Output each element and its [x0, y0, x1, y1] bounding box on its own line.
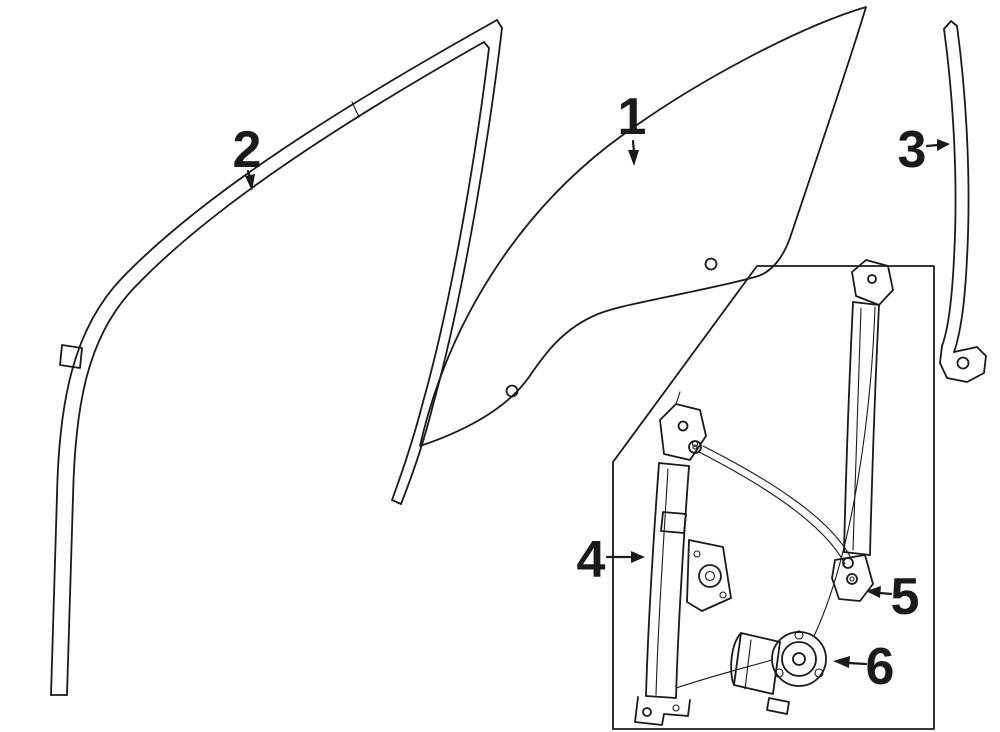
- rear-channel-top-cap: [943, 20, 958, 30]
- channel-outer-edge: [50, 19, 498, 696]
- drum-mount-plate: [686, 539, 732, 612]
- rear-rail-right-edge: [869, 304, 880, 556]
- callout-4[interactable]: 4: [577, 531, 645, 589]
- box-border: [612, 265, 935, 730]
- motor-body: [733, 632, 781, 695]
- channel-tip-inner: [483, 41, 490, 49]
- callout-1-arrowhead: [628, 150, 639, 166]
- regulator-box: [612, 259, 935, 730]
- callout-2-number[interactable]: 2: [233, 121, 262, 179]
- front-rail-right-edge: [675, 465, 690, 699]
- front-rail-bracket-stem: [675, 391, 681, 405]
- lift-cable-d: [675, 659, 773, 689]
- callout-4-number[interactable]: 4: [577, 531, 606, 589]
- callout-4-arrowhead: [631, 551, 645, 563]
- motor-connector-tab: [766, 697, 790, 715]
- rear-bracket-hole: [867, 274, 877, 284]
- lift-cable-a: [698, 451, 846, 565]
- clamp-hole: [846, 573, 858, 585]
- callout-2-arrowhead: [245, 174, 255, 191]
- channel-rear-end-cap: [391, 499, 402, 505]
- callout-6-arrowhead: [833, 656, 850, 668]
- window-regulator: [634, 259, 894, 726]
- front-bracket-hole: [677, 420, 689, 432]
- callout-1-number[interactable]: 1: [618, 88, 647, 146]
- callout-5-number[interactable]: 5: [891, 568, 920, 626]
- rear-channel-outer-edge: [953, 25, 970, 353]
- motor-gear-housing: [771, 631, 827, 687]
- drum-bolt-b: [719, 591, 727, 599]
- motor-bolt-c: [814, 668, 824, 678]
- callout-3-number[interactable]: 3: [898, 121, 927, 179]
- lift-cable-b: [702, 445, 852, 559]
- front-foot-hole-a: [642, 707, 652, 717]
- clamp-pin: [849, 576, 855, 582]
- rear-channel-bracket-hole: [956, 356, 970, 370]
- motor-bolt-a: [794, 630, 804, 640]
- window-motor: [730, 630, 827, 715]
- callout-1[interactable]: 1: [618, 88, 647, 166]
- front-rail-top-bracket: [659, 403, 707, 461]
- callout-5[interactable]: 5: [866, 568, 919, 626]
- motor-gear-ring: [781, 641, 817, 677]
- front-rail-slider: [660, 511, 687, 534]
- channel-joint-sleeve: [59, 344, 83, 369]
- cable-drum-hub: [704, 570, 716, 582]
- front-rail-left-edge: [645, 462, 660, 697]
- cable-drum: [698, 564, 722, 588]
- callout-6-number[interactable]: 6: [866, 638, 895, 696]
- door-glass: [419, 6, 867, 447]
- rear-rail-top-bracket: [851, 259, 894, 306]
- front-rail-bottom-cap: [645, 695, 677, 699]
- channel-seam-tick: [351, 101, 360, 118]
- callout-6[interactable]: 6: [833, 638, 894, 696]
- channel-rear-inner-edge: [391, 47, 490, 501]
- callout-5-leader: [878, 591, 893, 596]
- rear-rail-groove: [852, 307, 862, 551]
- callout-2[interactable]: 2: [233, 121, 262, 191]
- motor-gear-hub: [792, 652, 806, 666]
- regulator-guide-clamp: [831, 554, 874, 602]
- callout-3[interactable]: 3: [898, 121, 950, 179]
- lift-cable-c: [813, 306, 876, 637]
- rear-channel-inner-edge: [941, 28, 957, 347]
- front-run-channel: [50, 19, 503, 696]
- glass-outline: [419, 6, 867, 447]
- channel-rear-outer-edge: [400, 27, 503, 505]
- rear-rail-left-edge: [843, 301, 854, 553]
- pulley-upper: [688, 440, 702, 454]
- motor-body-seam: [744, 639, 752, 690]
- callout-6-leader: [847, 661, 868, 666]
- rear-run-channel: [939, 20, 987, 383]
- channel-inner-edge: [66, 41, 485, 696]
- pulley-upper-pin: [692, 444, 698, 450]
- front-rail-top-cap: [658, 462, 690, 467]
- rear-channel-bracket: [939, 345, 987, 383]
- callout-3-arrowhead: [937, 139, 950, 151]
- front-foot-hole-b: [672, 704, 680, 712]
- front-rail-groove: [655, 468, 669, 696]
- channel-tip: [496, 19, 503, 29]
- drum-bolt-a: [693, 550, 701, 558]
- glass-mount-hole-lower: [505, 384, 519, 398]
- front-rail-foot: [634, 696, 691, 726]
- callout-3-leader: [925, 143, 940, 148]
- motor-end-cap: [730, 632, 742, 686]
- clamp-body: [831, 554, 874, 602]
- callout-5-arrowhead: [866, 586, 881, 598]
- rear-rail-top-cap: [852, 301, 880, 306]
- glass-mount-hole-upper: [704, 257, 718, 271]
